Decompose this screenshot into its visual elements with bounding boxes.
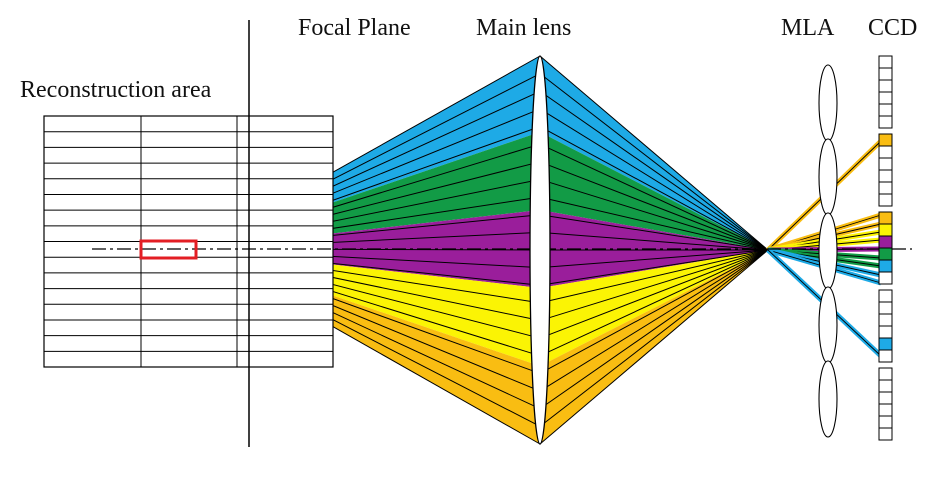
reconstruction-highlight-box [139,239,198,260]
ccd-pixel [878,79,893,93]
ray-outgoing [539,249,769,374]
ccd-pixel [878,313,893,327]
microlens-array [818,64,838,438]
main-lens [529,55,551,445]
microlens [818,286,838,364]
ray-outgoing [539,55,769,251]
ccd-pixel [878,415,893,429]
ray-band-green-outgoing [540,132,768,250]
main-lens-label: Main lens [476,15,572,41]
ray-outgoing [539,249,769,339]
ccd-pixel [878,259,893,273]
reconstruction-area-label: Reconstruction area [20,77,212,103]
ray-outgoing [539,249,769,410]
ccd-pixel [878,91,893,105]
ray-outgoing [539,90,769,251]
ccd-pixel [878,367,893,381]
ray-outgoing [539,161,769,251]
ccd-pixel [878,427,893,441]
mla-label: MLA [781,15,835,41]
ccd-pixel [878,301,893,315]
ray-outgoing [539,214,769,251]
ray-outgoing [539,249,769,322]
microlens [818,360,838,438]
ccd-pixel [878,103,893,117]
ccd-pixel [878,115,893,129]
ccd-pixel [878,223,893,237]
ray-outgoing [539,73,769,251]
microlens [818,138,838,216]
ccd-pixel [878,289,893,303]
focal-plane-label: Focal Plane [298,15,411,41]
ccd-pixel [878,349,893,363]
ray-outgoing [539,249,769,304]
ccd-pixel [878,145,893,159]
ccd-pixel [878,193,893,207]
ccd-pixel [878,403,893,417]
ray-outgoing [539,249,769,269]
ccd-pixel [878,337,893,351]
ray-outgoing [539,249,769,286]
microlens [818,212,838,290]
ccd-pixel [878,391,893,405]
ccd-pixel [878,157,893,171]
ccd-pixel [878,247,893,261]
ccd-pixel [878,235,893,249]
microlens [818,64,838,142]
ccd-pixel [878,211,893,225]
ray-outgoing [539,249,769,357]
ray-outgoing [539,196,769,251]
ray-outgoing [539,249,769,427]
ray-outgoing [539,143,769,251]
ccd-pixel [878,181,893,195]
ray-outgoing [539,178,769,251]
ccd-pixel [878,379,893,393]
ray-outgoing [539,249,769,445]
ray-outgoing [539,231,769,251]
ccd-pixel [878,169,893,183]
ccd-pixel [878,55,893,69]
ccd-pixel [878,67,893,81]
ray-outgoing [539,126,769,251]
ccd-label: CCD [868,15,918,41]
ccd-pixel [878,325,893,339]
ray-outgoing [539,108,769,251]
ccd-pixel [878,133,893,147]
ccd-sensor [878,55,893,441]
ccd-pixel [878,271,893,285]
ray-outgoing [539,249,769,392]
